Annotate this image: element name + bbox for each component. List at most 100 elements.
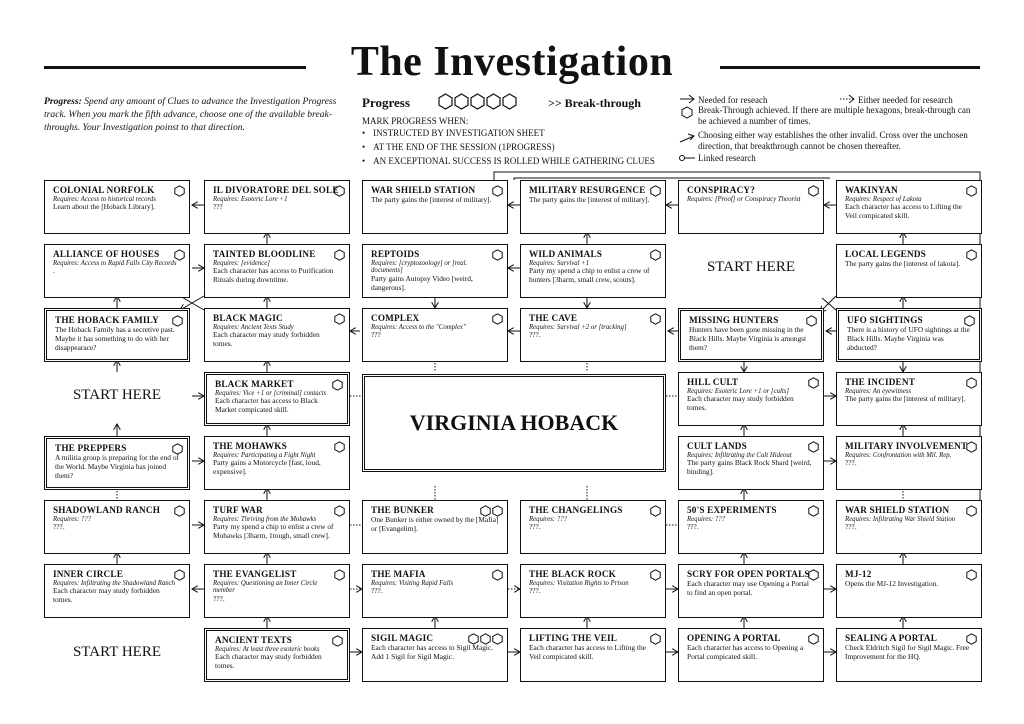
hexagon-icon[interactable] [174, 185, 185, 197]
box-title: THE INCIDENT [845, 377, 916, 387]
hexagon-icon[interactable] [470, 93, 485, 110]
hexagon-icon[interactable] [808, 505, 819, 517]
hexagon-icon[interactable] [806, 315, 817, 327]
hexagon-icon[interactable] [480, 633, 491, 645]
hexagon-icon[interactable] [332, 379, 343, 391]
hexagon-icon[interactable] [334, 505, 345, 517]
hexagon-icon[interactable] [650, 313, 661, 325]
hexagon-icon[interactable] [492, 633, 503, 645]
hexagon-icon[interactable] [808, 377, 819, 389]
hexagon-icon[interactable] [808, 185, 819, 197]
hexagon-icon[interactable] [172, 443, 183, 455]
box-title: SIGIL MAGIC [371, 633, 434, 643]
hexagon-icon[interactable] [966, 441, 977, 453]
hexagon-icon[interactable] [174, 569, 185, 581]
hexagon-icon[interactable] [480, 505, 491, 517]
hexagon-icon[interactable] [966, 185, 977, 197]
center-subject: VIRGINIA HOBACK [362, 374, 666, 472]
hexagon-icon[interactable] [650, 569, 661, 581]
hexagon-icon[interactable] [502, 93, 517, 110]
hexagon-icon[interactable] [808, 441, 819, 453]
hexagon-icon[interactable] [650, 633, 661, 645]
hexagon-icon[interactable] [334, 185, 345, 197]
breakthrough-hexagons [333, 312, 345, 330]
box-requirement: Requires: Access to Rapid Falls City Rec… [53, 260, 177, 267]
hexagon-icon[interactable] [486, 93, 501, 110]
hexagon-icon[interactable] [174, 249, 185, 261]
box-description: Party my spend a chip to enlist a crew o… [213, 522, 334, 541]
hexagon-icon[interactable] [334, 569, 345, 581]
hexagon-icon[interactable] [492, 249, 503, 261]
hexagon-icon[interactable] [334, 313, 345, 325]
hexagon-icon[interactable] [964, 315, 975, 327]
hexagon-icon[interactable] [334, 441, 345, 453]
progress-track[interactable] [438, 93, 517, 110]
box-requirement: Requires: ??? [53, 516, 92, 523]
hexagon-icon[interactable] [808, 633, 819, 645]
hexagon-icon[interactable] [650, 249, 661, 261]
hexagon-icon[interactable] [650, 505, 661, 517]
hexagon-icon[interactable] [468, 633, 479, 645]
research-box-conspiracy[interactable]: CONSPIRACY?Requires: [Proof] or Conspira… [678, 180, 824, 234]
hexagon-icon[interactable] [492, 185, 503, 197]
hexagon-icon[interactable] [492, 505, 503, 517]
hexagon-icon[interactable] [966, 377, 977, 389]
hexagon-icon[interactable] [332, 635, 343, 647]
hexagon-icon[interactable] [966, 249, 977, 261]
hexagon-icon[interactable] [174, 505, 185, 517]
hexagon-icon[interactable] [650, 185, 661, 197]
hexagon-icon[interactable] [966, 505, 977, 517]
hexagon-icon[interactable] [172, 315, 183, 327]
hexagon-icon[interactable] [334, 249, 345, 261]
hexagon-icon[interactable] [808, 569, 819, 581]
hexagon-icon[interactable] [966, 633, 977, 645]
hexagon-icon[interactable] [492, 569, 503, 581]
box-description: ???. [845, 458, 857, 468]
hexagon-icon[interactable] [492, 313, 503, 325]
hexagon-icon[interactable] [438, 93, 453, 110]
hexagon-icon[interactable] [454, 93, 469, 110]
hexagon-icon[interactable] [966, 569, 977, 581]
box-title: ANCIENT TEXTS [215, 635, 293, 645]
